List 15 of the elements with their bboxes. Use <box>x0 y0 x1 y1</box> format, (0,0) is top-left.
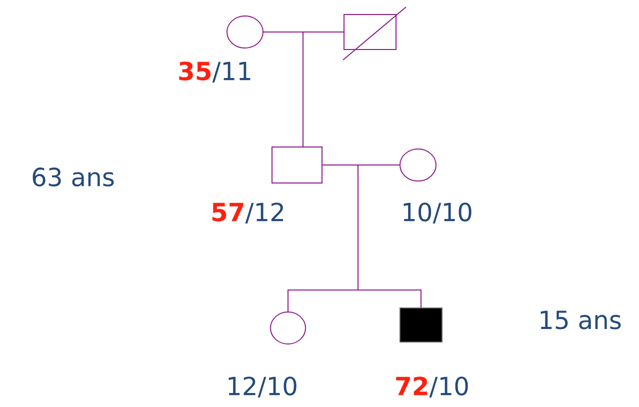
descent-line <box>358 164 422 308</box>
visual-acuity-label: 10/10 <box>404 202 472 224</box>
pedigree-male-symbol <box>342 6 406 60</box>
visual-acuity-label: 57/12 <box>212 202 284 224</box>
pedigree-female-symbol <box>226 16 264 48</box>
visual-acuity-label: 72/10 <box>396 376 468 398</box>
pedigree-female-symbol <box>270 312 306 344</box>
age-label: 63 ans <box>32 168 114 186</box>
pedigree-male-symbol <box>400 308 442 342</box>
visual-acuity-label: 12/10 <box>228 376 296 398</box>
age-label: 15 ans <box>540 310 621 330</box>
pedigree-female-symbol <box>400 148 436 182</box>
pedigree-male-symbol <box>272 146 322 184</box>
descent-line <box>302 32 344 148</box>
visual-acuity-label: 35/11 <box>179 62 250 82</box>
